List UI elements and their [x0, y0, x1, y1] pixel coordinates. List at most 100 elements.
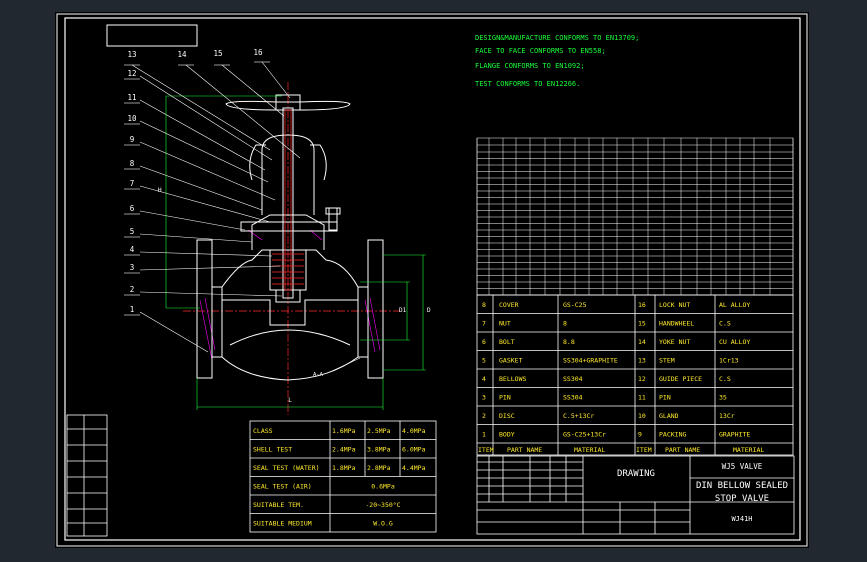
part-material: GS-C25	[563, 301, 587, 309]
part-item-no: 4	[482, 375, 486, 383]
part-name: YOKE NUT	[659, 338, 690, 346]
pressure-row-value: 1.6MPa	[332, 427, 356, 435]
note-line: FLANGE CONFORMS TO EN1092;	[475, 62, 585, 70]
part-name: GASKET	[499, 357, 523, 365]
leader-line	[139, 251, 273, 257]
callout-number: 10	[127, 114, 137, 123]
title-line-2: STOP VALVE	[715, 494, 769, 504]
callout-number: 4	[130, 245, 135, 254]
part-material: 35	[719, 394, 727, 402]
callout-number: 6	[130, 204, 135, 213]
pressure-row-value: -20~350°C	[365, 501, 400, 509]
pressure-row-value: 0.6MPa	[371, 483, 395, 491]
leader-line	[139, 185, 271, 223]
leader-line	[131, 64, 271, 151]
part-item-no: 5	[482, 357, 486, 365]
part-material: C.S	[719, 375, 731, 383]
parts-header-label: MATERIAL	[574, 446, 605, 454]
pressure-row-value: 1.8MPa	[332, 464, 356, 472]
dim-label-h: H	[158, 187, 162, 194]
part-name: STEM	[659, 357, 675, 365]
section-leader	[329, 357, 361, 373]
leader-line	[221, 64, 285, 117]
pressure-row-value: W.O.G	[373, 520, 393, 528]
title-block: DRAWING WJ5 VALVE DIN BELLOW SEALED STOP…	[476, 455, 795, 535]
general-notes: DESIGN&MANUFACTURE CONFORMS TO EN13709; …	[475, 34, 639, 88]
leader-line	[139, 120, 269, 183]
pressure-row-label: SEAL TEST (WATER)	[253, 464, 320, 472]
part-material: C.S	[719, 320, 731, 328]
leader-line	[261, 61, 291, 99]
part-name: HANDWHEEL	[659, 320, 694, 328]
part-material: CU ALLOY	[719, 338, 750, 346]
part-material: 13Cr	[719, 412, 735, 420]
part-name: BOLT	[499, 338, 515, 346]
dim-label-d: D	[427, 307, 431, 314]
inner-frame	[64, 17, 801, 541]
leader-line	[139, 233, 253, 243]
pressure-row-label: SEAL TEST (AIR)	[253, 483, 312, 491]
part-material: 1Cr13	[719, 357, 739, 365]
part-item-no: 13	[638, 357, 646, 365]
callout-number: 2	[130, 285, 135, 294]
pressure-row-value: 3.8MPa	[367, 446, 391, 454]
part-material: C.5+13Cr	[563, 412, 594, 420]
note-line: DESIGN&MANUFACTURE CONFORMS TO EN13709;	[475, 34, 639, 42]
parts-header-label: ITEM	[478, 446, 494, 454]
leader-line	[139, 210, 246, 231]
dim-label-l: L	[288, 397, 292, 404]
part-name: GLAND	[659, 412, 679, 420]
parts-header-label: PART NAME	[665, 446, 700, 454]
callout-number: 3	[130, 263, 135, 272]
title-series: WJ5 VALVE	[722, 462, 763, 471]
note-line: TEST CONFORMS TO EN12266.	[475, 80, 580, 88]
part-item-no: 7	[482, 320, 486, 328]
title-drawing: DRAWING	[617, 469, 655, 479]
parts-header-label: ITEM	[636, 446, 652, 454]
callout-number: 16	[253, 48, 263, 57]
pressure-row-value: 6.0MPa	[402, 446, 426, 454]
parts-header-label: PART NAME	[507, 446, 542, 454]
pressure-row-label: CLASS	[253, 427, 273, 435]
part-name: PIN	[659, 394, 671, 402]
leader-line	[139, 265, 281, 271]
callout-number: 12	[127, 69, 136, 78]
callout-number: 7	[130, 179, 135, 188]
callout-number: 13	[127, 50, 136, 59]
part-material: 8	[563, 320, 567, 328]
note-line: FACE TO FACE CONFORMS TO EN558;	[475, 47, 606, 55]
title-line-1: DIN BELLOW SEALED	[696, 481, 788, 491]
part-item-no: 14	[638, 338, 646, 346]
leader-line	[139, 311, 209, 353]
part-name: PIN	[499, 394, 511, 402]
parts-header-label: MATERIAL	[733, 446, 764, 454]
part-item-no: 6	[482, 338, 486, 346]
center-lines	[183, 82, 400, 415]
part-material: SS304+GRAPHITE	[563, 357, 618, 365]
pressure-row-value: 2.4MPa	[332, 446, 356, 454]
part-name: LOCK NUT	[659, 301, 690, 309]
valve-body	[196, 94, 384, 381]
callout-number: 14	[177, 50, 187, 59]
sheet-background	[55, 12, 809, 548]
section-label: A-A	[313, 372, 324, 378]
callout-number: 11	[127, 93, 136, 102]
title-code: WJ41H	[731, 515, 752, 523]
part-item-no: 9	[638, 431, 642, 439]
outer-frame	[56, 13, 808, 547]
part-name: BODY	[499, 431, 515, 439]
callout-number: 5	[130, 227, 135, 236]
pressure-row-value: 4.0MPa	[402, 427, 426, 435]
part-item-no: 2	[482, 412, 486, 420]
part-name: GUIDE PIECE	[659, 375, 702, 383]
part-item-no: 12	[638, 375, 646, 383]
part-item-no: 11	[638, 394, 646, 402]
leader-line	[139, 165, 263, 211]
corner-box	[106, 24, 198, 47]
leader-line	[139, 141, 276, 201]
part-item-no: 10	[638, 412, 646, 420]
pressure-row-value: 2.5MPa	[367, 427, 391, 435]
